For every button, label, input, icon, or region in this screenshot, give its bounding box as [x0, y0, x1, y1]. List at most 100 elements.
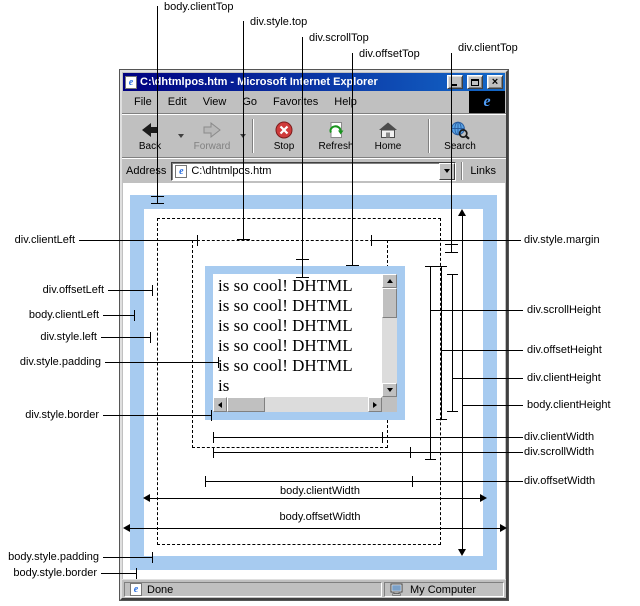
menu-file[interactable]: File: [134, 96, 152, 108]
maximize-button[interactable]: [467, 75, 483, 89]
menu-help[interactable]: Help: [334, 96, 357, 108]
scroll-left-button[interactable]: [213, 397, 227, 412]
measure-line: [103, 315, 134, 316]
div-vertical-scrollbar[interactable]: [382, 274, 397, 397]
status-panel-done: e Done: [124, 582, 382, 597]
arrow-left-icon: [218, 401, 222, 408]
ie-page-icon: e: [125, 75, 137, 89]
scroll-up-button[interactable]: [382, 274, 397, 288]
forward-button[interactable]: Forward: [186, 116, 238, 156]
measure-tick: [218, 357, 219, 368]
annotation-div-clientLeft: div.clientLeft: [0, 234, 76, 246]
minimize-button[interactable]: [447, 75, 463, 89]
menu-edit[interactable]: Edit: [167, 96, 187, 108]
arrowhead-left: [123, 524, 130, 532]
horizontal-scroll-track[interactable]: [227, 397, 368, 412]
status-panel-zone: My Computer: [384, 582, 504, 597]
scroll-right-button[interactable]: [368, 397, 382, 412]
measure-line: [101, 573, 136, 574]
address-dropdown-button[interactable]: [439, 162, 456, 180]
annotation-div-style-left: div.style.left: [0, 331, 98, 343]
measure-tick: [136, 568, 137, 579]
annotation-div-offsetLeft: div.offsetLeft: [0, 284, 105, 296]
annotation-div-style-top: div.style.top: [249, 16, 309, 28]
div-content-text: is so cool! DHTML is so cool! DHTML is s…: [218, 276, 352, 395]
links-button[interactable]: Links: [470, 165, 496, 177]
measure-line: [352, 53, 353, 266]
measure-tick: [445, 244, 458, 245]
measure-line: [243, 21, 244, 240]
refresh-label: Refresh: [318, 141, 354, 152]
measure-tick: [213, 447, 214, 458]
measure-tick: [445, 252, 458, 253]
title-bar[interactable]: e C:\dhtmlpos.htm - Microsoft Internet E…: [123, 73, 505, 91]
annotation-div-clientWidth: div.clientWidth: [523, 431, 596, 443]
measure-line: [130, 528, 500, 529]
back-button[interactable]: Back: [124, 116, 176, 156]
search-button[interactable]: Search: [434, 116, 486, 156]
annotation-body-style-padding: body.style.padding: [0, 551, 100, 563]
refresh-button[interactable]: Refresh: [310, 116, 362, 156]
measure-tick: [447, 411, 458, 412]
measure-tick: [151, 196, 164, 197]
annotation-div-offsetWidth: div.offsetWidth: [523, 475, 597, 487]
status-zone-text: My Computer: [410, 583, 477, 596]
arrow-down-icon: [386, 388, 393, 392]
home-label: Home: [374, 141, 402, 152]
stop-label: Stop: [273, 141, 295, 152]
measure-tick: [436, 266, 447, 267]
menu-favorites[interactable]: Favorites: [273, 96, 319, 108]
annotation-div-scrollTop: div.scrollTop: [308, 32, 370, 44]
measure-bar-offsetHeight: [441, 266, 442, 420]
close-button[interactable]: ×: [487, 75, 503, 89]
home-button[interactable]: Home: [362, 116, 414, 156]
annotation-div-offsetTop: div.offsetTop: [358, 48, 421, 60]
measure-tick: [371, 235, 372, 246]
measure-tick: [425, 459, 436, 460]
measure-line: [371, 240, 521, 241]
annotation-div-scrollHeight: div.scrollHeight: [526, 304, 602, 316]
annotation-body-style-border: body.style.border: [0, 567, 98, 579]
annotation-div-clientTop: div.clientTop: [457, 42, 519, 54]
arrowhead-down: [458, 549, 466, 556]
measure-tick: [412, 476, 413, 487]
back-label: Back: [138, 141, 162, 152]
annotation-body-clientHeight: body.clientHeight: [526, 399, 612, 411]
annotation-div-style-margin: div.style.margin: [523, 234, 601, 246]
annotation-div-style-padding: div.style.padding: [0, 356, 102, 368]
back-dropdown-icon[interactable]: [178, 134, 184, 138]
measure-tick: [205, 476, 206, 487]
scroll-down-button[interactable]: [382, 383, 397, 397]
arrowhead-right: [480, 494, 487, 502]
toolbar-separator: [428, 119, 430, 153]
address-label: Address: [126, 165, 167, 177]
measure-tick: [152, 552, 153, 563]
menu-go[interactable]: Go: [242, 96, 258, 108]
measure-tick: [152, 285, 153, 296]
measure-tick: [382, 432, 383, 443]
measure-tick: [296, 259, 309, 260]
arrowhead-up: [458, 209, 466, 216]
measure-bar-clientHeight: [452, 274, 453, 412]
vertical-scroll-track[interactable]: [382, 288, 397, 383]
address-page-icon: e: [175, 164, 188, 178]
menu-view[interactable]: View: [202, 96, 227, 108]
stop-button[interactable]: Stop: [258, 116, 310, 156]
horizontal-scroll-thumb[interactable]: [227, 397, 265, 412]
measure-tick: [425, 266, 436, 267]
measure-line: [150, 498, 480, 499]
measure-tick: [436, 419, 447, 420]
address-input[interactable]: e C:\dhtmlpos.htm: [171, 161, 457, 181]
back-icon: [142, 123, 158, 137]
div-horizontal-scrollbar[interactable]: [213, 397, 382, 412]
forward-icon: [203, 121, 221, 139]
search-icon: [451, 121, 470, 140]
measure-tick: [213, 432, 214, 443]
vertical-scroll-thumb[interactable]: [382, 288, 397, 318]
measure-bar-body-clientHeight: [462, 215, 463, 551]
annotation-body-clientWidth: body.clientWidth: [270, 485, 370, 497]
measure-line: [205, 481, 523, 482]
measure-tick: [346, 265, 359, 266]
scrollbar-corner: [382, 397, 397, 412]
